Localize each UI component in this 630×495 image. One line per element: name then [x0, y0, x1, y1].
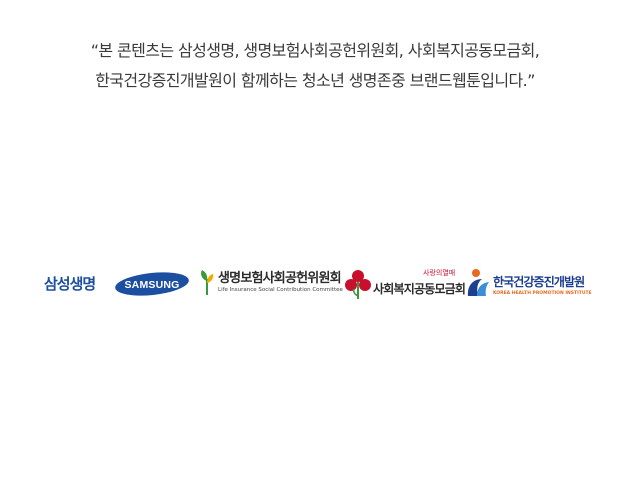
community-chest-slogan: 사랑의열매	[423, 269, 456, 277]
sponsor-notice: “본 콘텐츠는 삼성생명, 생명보험사회공헌위원회, 사회복지공동모금회, 한국…	[0, 36, 630, 96]
samsung-logo-text: SAMSUNG	[124, 279, 179, 291]
khepi-emblem-icon	[467, 269, 489, 296]
life-insurance-committee-name: 생명보험사회공헌위원회	[218, 271, 342, 286]
samsung-life-logo: 삼성생명	[44, 275, 96, 293]
khepi-name: 한국건강증진개발원	[493, 275, 585, 289]
fruit-of-love-icon	[345, 270, 371, 299]
sprout-icon	[201, 270, 214, 295]
sponsor-notice-line-2: 한국건강증진개발원이 함께하는 청소년 생명존중 브랜드웹툰입니다.”	[95, 71, 535, 90]
sponsor-logos: 삼성생명 SAMSUNG 생명보험사회공헌위원회 Life Insurance …	[0, 262, 630, 306]
sponsor-notice-line-1: “본 콘텐츠는 삼성생명, 생명보험사회공헌위원회, 사회복지공동모금회,	[90, 41, 540, 60]
samsung-oval-icon: SAMSUNG	[115, 272, 189, 296]
community-chest-name: 사회복지공동모금회	[373, 282, 466, 296]
life-insurance-committee-english: Life Insurance Social Contribution Commi…	[218, 287, 343, 293]
samsung-logo: SAMSUNG	[114, 271, 190, 297]
khepi-english: KOREA HEALTH PROMOTION INSTITUTE	[493, 291, 592, 296]
